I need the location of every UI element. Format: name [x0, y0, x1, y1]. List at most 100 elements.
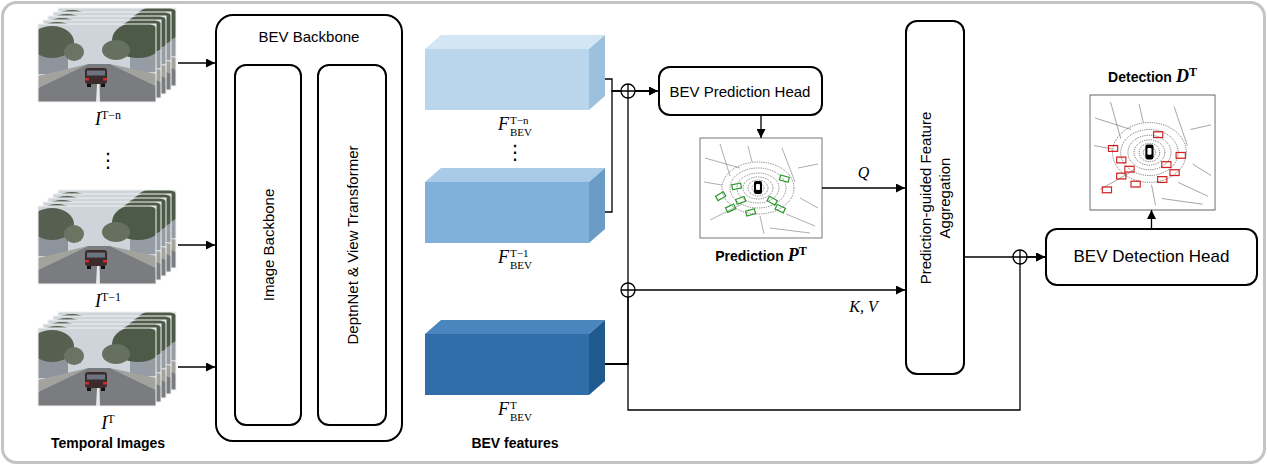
prediction-map-art [775, 204, 785, 212]
module-box: Prediction-guided Feature Aggregation [905, 20, 965, 375]
node-label: Prediction [715, 248, 783, 264]
camera-image-stack: IT−1 [38, 190, 178, 312]
detection-map-art [1117, 173, 1126, 179]
node-label: F [498, 114, 509, 134]
node-label: I [95, 109, 101, 129]
prediction-map-art [700, 138, 822, 238]
prediction-map-art [716, 175, 790, 216]
detection-map-art [1102, 187, 1111, 193]
node-caption: IT−1 [38, 291, 178, 310]
camera-image-stack: IT−n [38, 8, 178, 130]
sum-symbol [621, 84, 635, 98]
prediction-map-art [779, 175, 789, 182]
detection-map-art [1176, 153, 1185, 159]
panel-frame [3, 3, 1265, 463]
connector-arrow [1151, 210, 1152, 228]
group-label: BEV features [471, 435, 558, 451]
node-label: BEV [510, 126, 532, 138]
edge-label: Q [855, 164, 873, 182]
node-label: DeptnNet & View Transformer [343, 146, 362, 345]
image-stack [30, 310, 184, 406]
node-label: BEV Backbone [217, 28, 401, 45]
node-label: T [799, 244, 807, 258]
prediction-map-art [716, 192, 726, 201]
sum-symbol [1013, 250, 1027, 264]
feature-cuboid [589, 168, 605, 243]
prediction-map: PredictionPT [700, 138, 822, 266]
sum-symbol [621, 283, 635, 297]
connector-arrow [178, 62, 215, 63]
connector-arrow [605, 257, 1045, 410]
node-caption: PredictionPT [700, 245, 822, 264]
feature-cuboid [425, 49, 589, 110]
prediction-map-art [746, 209, 756, 216]
prediction-map-art [736, 196, 746, 204]
node-label: BEV [510, 259, 532, 271]
node-caption: IT−n [38, 109, 178, 128]
bev-feature-map: FT−nBEV [425, 35, 605, 140]
connector-arrow [760, 116, 761, 138]
backbone-module: Image Backbone DeptnNet & View Transforme… [215, 14, 403, 442]
node-label: I [101, 413, 107, 433]
bev-feature-map: FTBEV [425, 320, 605, 425]
ellipsis-mark: ⋮ [98, 150, 118, 170]
node-label: BEV Prediction Head [670, 83, 811, 100]
script-stack: TBEV [510, 399, 532, 423]
image-stack [30, 326, 164, 406]
image-stack [30, 6, 184, 102]
image-stack [30, 204, 164, 284]
detection-map-art [1154, 132, 1163, 138]
image-stack [30, 22, 164, 102]
bev-feature-map: FT−1BEV [425, 168, 605, 273]
node-label: BEV Detection Head [1074, 247, 1230, 267]
detection-map-art [1102, 132, 1185, 193]
head-box: BEV Prediction Head [658, 66, 823, 116]
feature-cuboid [425, 35, 605, 110]
connector-arrow [178, 244, 215, 245]
node-caption: FTBEV [425, 399, 605, 423]
image-stack [30, 188, 184, 284]
detection-map-art [1117, 157, 1126, 163]
node-label: T−1 [101, 290, 121, 304]
prediction-map-art [732, 183, 742, 189]
feature-cuboid [425, 320, 605, 395]
feature-cuboid [425, 168, 605, 243]
ellipsis-mark: ⋮ [505, 142, 525, 162]
sum-symbol [1013, 250, 1027, 264]
prediction-map-art [767, 196, 777, 205]
detection-map-art [1170, 170, 1179, 176]
feature-cuboid [589, 320, 605, 395]
node-caption: DetectionDT [1090, 66, 1215, 85]
node-label: Prediction-guided Feature Aggregation [916, 83, 954, 313]
edge-label: K, V [846, 298, 880, 316]
node-label: T−n [101, 108, 121, 122]
sum-symbol [621, 283, 635, 297]
node-label: F [498, 247, 509, 267]
detection-map-art [1125, 166, 1134, 172]
node-caption: IT [38, 413, 178, 432]
connector-arrow [605, 91, 658, 364]
feature-cuboid [425, 182, 589, 243]
detection-map-art [1131, 181, 1140, 187]
connector-arrow [822, 187, 905, 188]
detection-map-art [1162, 162, 1171, 168]
script-stack: T−nBEV [510, 114, 532, 138]
feature-cuboid [425, 35, 605, 49]
module-box: Image Backbone [234, 64, 302, 426]
feature-cuboid [425, 320, 605, 334]
node-label: Image Backbone [259, 189, 278, 302]
node-label: Detection [1108, 69, 1172, 85]
script-stack: T−1BEV [510, 247, 532, 271]
node-label: BEV [510, 411, 532, 423]
feature-cuboid [589, 35, 605, 110]
node-label: F [498, 399, 509, 419]
connector-arrow [178, 366, 215, 367]
connector-arrow [605, 290, 905, 364]
module-box: DeptnNet & View Transformer [317, 64, 387, 426]
node-label: D [1176, 66, 1189, 86]
group-label: Temporal Images [51, 435, 165, 451]
detection-map-art [1090, 95, 1215, 210]
detection-map: DetectionDT [1090, 66, 1215, 210]
sum-symbol [1013, 250, 1027, 264]
